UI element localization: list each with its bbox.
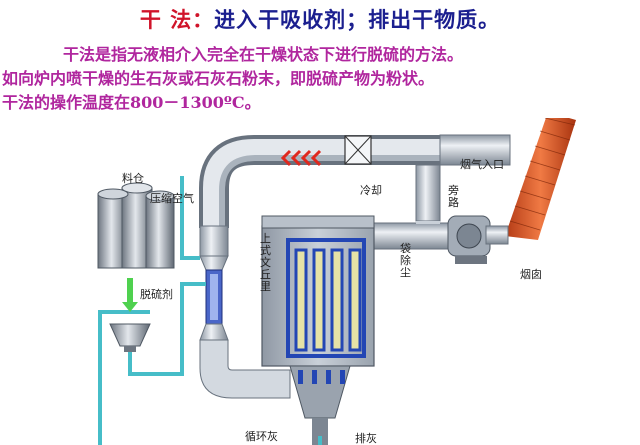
label-flue-inlet: 烟气入口	[460, 157, 504, 171]
green-arrow	[122, 278, 138, 312]
feeder-hopper	[109, 323, 151, 352]
description-line-1: 干法是指无液相介入完全在干燥状态下进行脱硫的方法。	[63, 45, 464, 64]
description-line-2: 如向炉内喷干燥的生石灰或石灰石粉末，即脱硫产物为粉状。	[2, 69, 435, 88]
chimney	[505, 118, 576, 240]
description-line-3: 干法的操作温度在800－1300ºC。	[2, 93, 261, 112]
label-discharge-ash: 排灰	[355, 431, 377, 445]
label-bypass: 旁路	[448, 183, 459, 209]
label-desulfurizer: 脱硫剂	[140, 287, 173, 301]
label-cooling: 冷却	[360, 184, 382, 197]
label-chimney: 烟囱	[520, 267, 542, 281]
cooler-box	[344, 135, 372, 165]
dry-desulfurization-diagram: 料仓 压缩空气 脱硫剂 冷却 烟气入口 烟囱 排灰 循环灰 上式文丘里 旁路 袋…	[97, 118, 576, 445]
venturi-reactor	[199, 225, 291, 399]
flow-arrows	[280, 149, 322, 167]
page-title: 干 法：进入干吸收剂；排出干物质。	[0, 4, 640, 34]
label-recycle-ash: 循环灰	[245, 429, 278, 443]
title-keyword: 干 法：	[139, 7, 215, 32]
label-feed-bin: 料仓	[122, 171, 144, 185]
teal-piping	[98, 176, 322, 445]
diagram-labels: 料仓 压缩空气 脱硫剂 冷却 烟气入口 烟囱 排灰 循环灰 上式文丘里 旁路 袋…	[122, 157, 542, 445]
title-text: 进入干吸收剂；排出干物质。	[214, 7, 501, 32]
label-bag-filter: 袋除尘	[400, 241, 411, 279]
feed-bins	[97, 182, 175, 269]
induced-draft-fan	[447, 215, 509, 264]
label-venturi: 上式文丘里	[260, 232, 271, 293]
bag-filter-housing	[261, 215, 375, 445]
label-compressed-air: 压缩空气	[150, 191, 194, 205]
